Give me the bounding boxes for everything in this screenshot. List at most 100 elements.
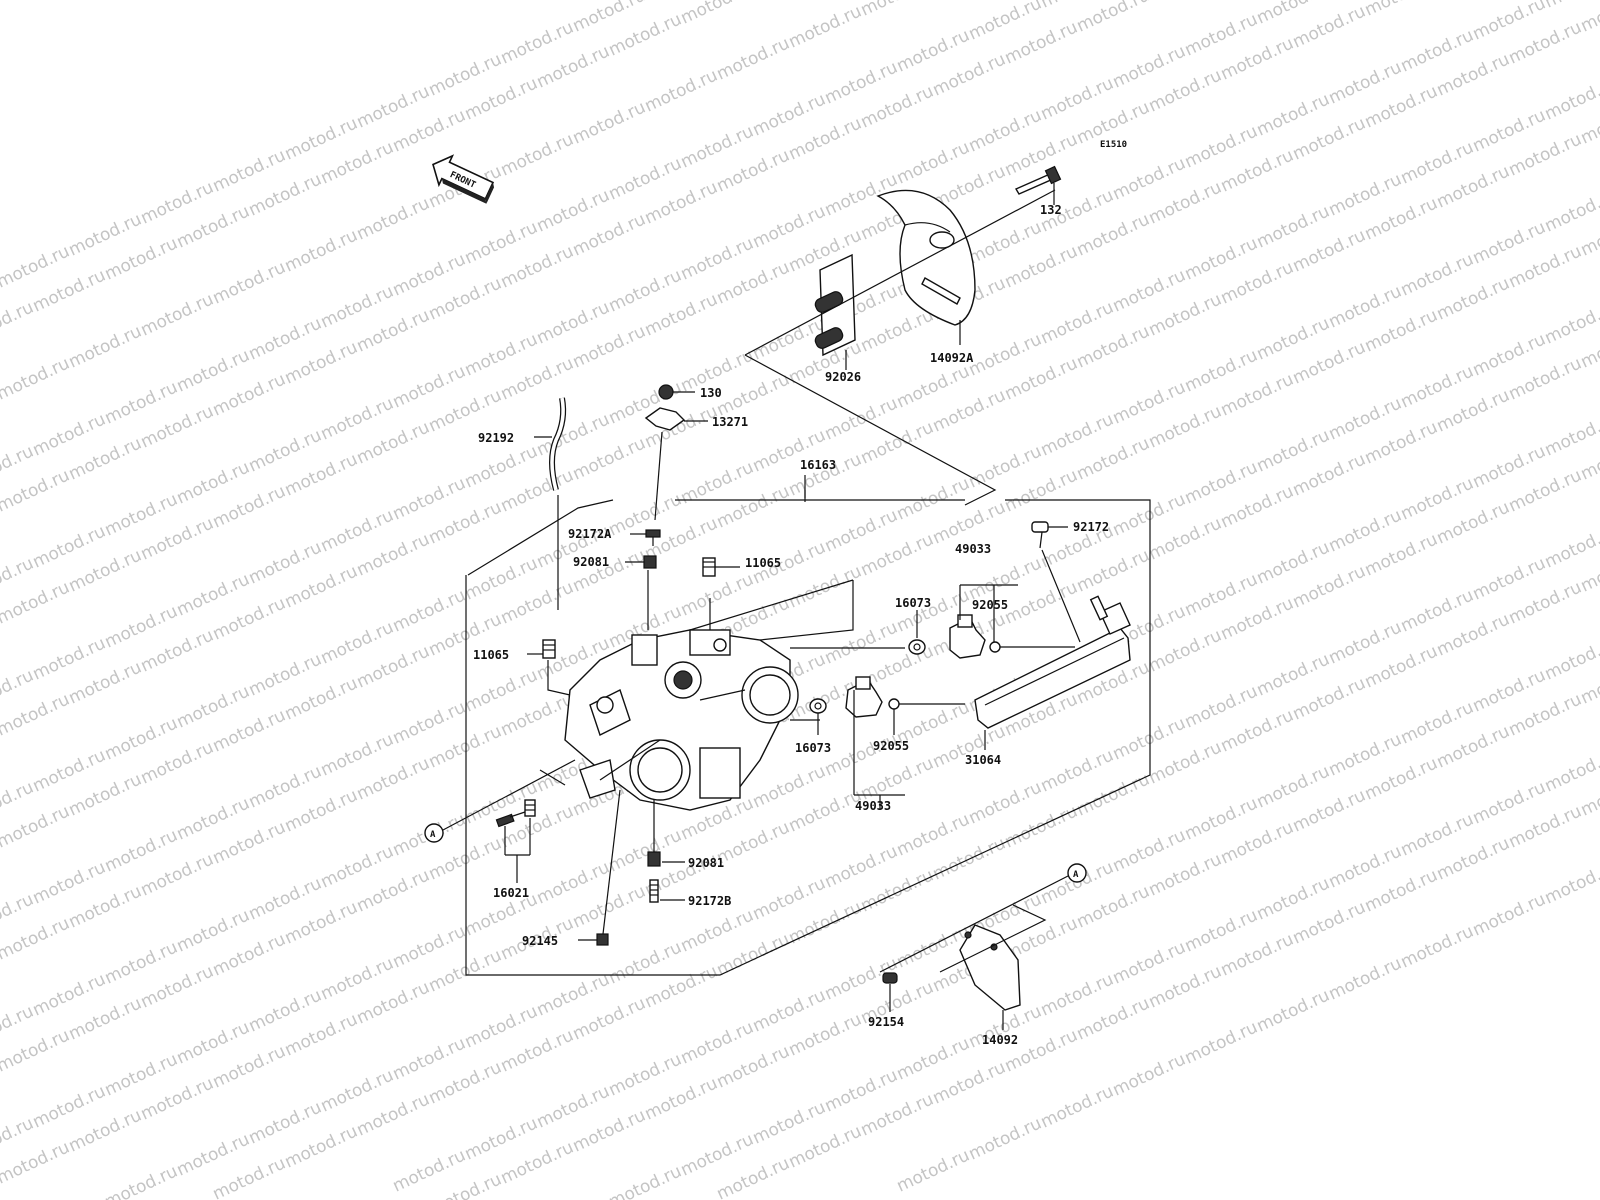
watermark-text: motod.ru [0, 801, 73, 852]
label-92172A: 92172A [568, 527, 612, 541]
watermark-text: motod.ru [0, 577, 73, 628]
seal-16073-top [908, 610, 926, 655]
label-16163: 16163 [800, 458, 836, 472]
delivery-pipe-31064 [974, 595, 1131, 750]
cap-92081-bot [647, 800, 685, 867]
watermark-text: motod.ru [1542, 297, 1600, 348]
label-132: 132 [1040, 203, 1062, 217]
watermark-text: motod.ru [0, 1025, 73, 1076]
collar-92026 [814, 253, 856, 370]
watermark-text: motod.ru [1542, 745, 1600, 796]
screw-92172A [630, 529, 661, 546]
label-13271: 13271 [712, 415, 748, 429]
label-92145: 92145 [522, 934, 558, 948]
label-92055-bot: 92055 [873, 739, 909, 753]
watermark-text: motod.ru [570, 97, 649, 148]
screw-130 [658, 384, 695, 400]
label-31064: 31064 [965, 753, 1001, 767]
oring-92055-bot [888, 698, 965, 735]
label-92154: 92154 [868, 1015, 904, 1029]
fitting-11065-left [527, 639, 556, 659]
label-16073-bot: 16073 [795, 741, 831, 755]
watermark-text: motod.ru [0, 913, 73, 964]
ref-marker-a-left: A [424, 759, 576, 843]
watermark-text: motod.ru [1470, 889, 1549, 940]
watermark-text: motod.ru [210, 257, 289, 308]
ref-marker-a-right: A [879, 863, 1087, 973]
watermark-text: motod.ru [1362, 0, 1441, 21]
watermark-text: motod.ru [1146, 0, 1225, 5]
throttle-body [564, 629, 799, 811]
label-14092A: 14092A [930, 351, 974, 365]
label-11065-left: 11065 [473, 648, 509, 662]
watermark-text: motod.ru [102, 1161, 181, 1200]
cap-92145 [578, 789, 621, 946]
hose-92192 [534, 397, 567, 610]
watermark-text: motod.ru [1182, 1017, 1261, 1068]
watermark-text: motod.ru [966, 1113, 1045, 1164]
label-92172: 92172 [1073, 520, 1109, 534]
oring-92055-top [989, 641, 1075, 653]
label-92192: 92192 [478, 431, 514, 445]
watermark-text: motod.ru [0, 297, 37, 348]
label-11065-top: 11065 [745, 556, 781, 570]
watermark-text: motod.ru [786, 1, 865, 52]
cap-92081-top [625, 555, 657, 569]
diagram-code: E1510 [1100, 140, 1127, 150]
watermark-text: motod.ru [606, 1161, 685, 1200]
watermark-text: motod.ru [1254, 985, 1333, 1036]
label-14092: 14092 [982, 1033, 1018, 1047]
watermark-text: motod.ru [1398, 921, 1477, 972]
bolt-92172 [1031, 521, 1081, 643]
screw-92172B [649, 879, 685, 903]
watermark-text: motod.ru [498, 129, 577, 180]
ref-a-right-label: A [1073, 870, 1079, 880]
label-92055-top: 92055 [972, 598, 1008, 612]
plate-13271 [644, 407, 708, 521]
bolt-132 [1014, 165, 1062, 205]
watermark-text: motod.ru [858, 0, 937, 21]
watermark-text: motod.ru [714, 33, 793, 84]
watermark-text: motod.ru [1038, 1081, 1117, 1132]
label-92172B: 92172B [688, 894, 731, 908]
label-92026: 92026 [825, 370, 861, 384]
watermark-text: motod.ru [1542, 409, 1600, 460]
screw-16021 [495, 799, 536, 883]
label-130: 130 [700, 386, 722, 400]
label-92081-top: 92081 [573, 555, 609, 569]
watermark-text: motod.ru [1542, 0, 1600, 13]
label-16073-top: 16073 [895, 596, 931, 610]
watermark-text: motod.ru [1542, 185, 1600, 236]
watermark-text: motod.ru [1542, 857, 1600, 908]
ref-a-left-label: A [430, 830, 436, 840]
watermark-text: motod.ru [642, 65, 721, 116]
watermark-text: motod.ru [1542, 633, 1600, 684]
screw-92154 [882, 972, 898, 1012]
label-49033-bot: 49033 [855, 799, 891, 813]
watermark-text: motod.ru [1110, 1049, 1189, 1100]
watermark-text: motod.ru [1074, 0, 1153, 37]
injector-49033-top [949, 584, 1018, 659]
fitting-11065-top [702, 557, 740, 577]
watermark-text: motod.ru [0, 689, 73, 740]
watermark-text: motod.ru [1326, 953, 1405, 1004]
watermark-text: motod.ru [282, 225, 361, 276]
label-49033-top: 49033 [955, 542, 991, 556]
watermark-text: motod.ru [1542, 73, 1600, 124]
watermark-text: motod.ru [354, 193, 433, 244]
label-92081-bot: 92081 [688, 856, 724, 870]
seal-16073-bot [809, 698, 827, 735]
watermark-text: motod.ru [894, 1145, 973, 1196]
watermark-text: motod.ru [1542, 521, 1600, 572]
plate-14092 [939, 904, 1047, 1030]
watermark-text: motod.ru [0, 1137, 73, 1188]
watermark-text: motod.ru [0, 465, 73, 516]
label-16021: 16021 [493, 886, 529, 900]
watermark-text: motod.ru [66, 321, 145, 372]
watermark-text: motod.ru [678, 0, 757, 29]
front-arrow-icon: FRONT [432, 154, 495, 204]
injector-49033-bot [845, 676, 905, 810]
watermark-text: motod.ru [138, 289, 217, 340]
